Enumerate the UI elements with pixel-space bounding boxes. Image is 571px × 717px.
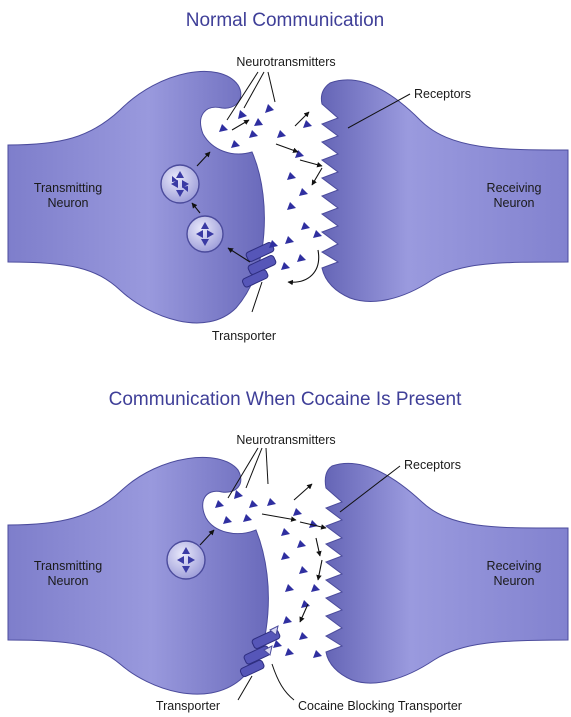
label-transmitting-neuron-2: Neuron <box>48 196 89 210</box>
label-transmitting-neuron-1: Transmitting <box>34 181 102 195</box>
vesicle <box>187 216 223 252</box>
label-neurotransmitters: Neurotransmitters <box>236 55 335 69</box>
transmitting-neuron <box>8 71 264 323</box>
label-receptors: Receptors <box>414 87 471 101</box>
panel-normal-communication: Normal Communication <box>8 10 568 343</box>
vesicle <box>167 541 205 579</box>
panel-title: Communication When Cocaine Is Present <box>109 389 462 410</box>
label-transporter: Transporter <box>156 699 220 713</box>
label-receiving-neuron-2: Neuron <box>494 574 535 588</box>
panel-title: Normal Communication <box>186 10 385 31</box>
label-transmitting-neuron-1: Transmitting <box>34 559 102 573</box>
label-receiving-neuron-1: Receiving <box>487 181 542 195</box>
label-transmitting-neuron-2: Neuron <box>48 574 89 588</box>
label-receiving-neuron-1: Receiving <box>487 559 542 573</box>
label-receptors: Receptors <box>404 458 461 472</box>
label-cocaine-blocking-transporter: Cocaine Blocking Transporter <box>298 699 462 713</box>
vesicle <box>161 165 199 203</box>
label-receiving-neuron-2: Neuron <box>494 196 535 210</box>
label-neurotransmitters: Neurotransmitters <box>236 433 335 447</box>
label-transporter: Transporter <box>212 329 276 343</box>
panel-cocaine-communication: Communication When Cocaine Is Present <box>8 389 568 713</box>
